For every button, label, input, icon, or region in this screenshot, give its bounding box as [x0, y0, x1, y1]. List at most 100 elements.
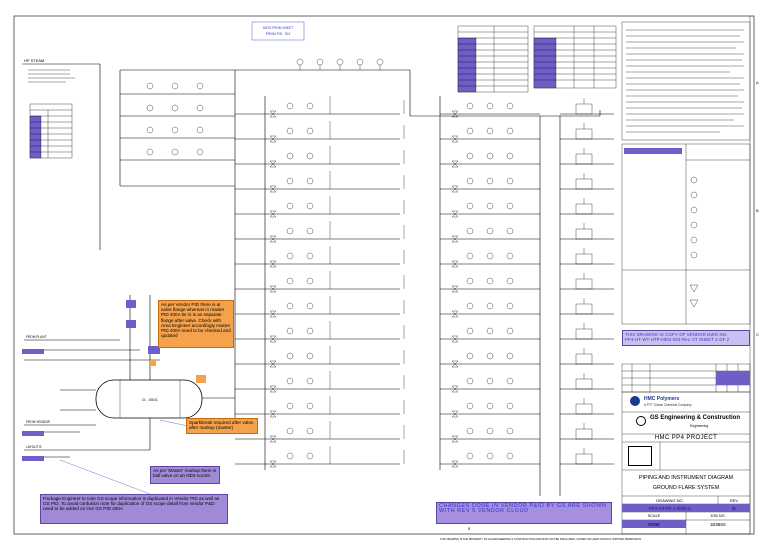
instrument-bubble — [286, 227, 294, 235]
instrument-bubble — [486, 352, 494, 360]
instrument-bubble — [486, 327, 494, 335]
valve-symbol — [451, 310, 459, 318]
project-title: HMC PP4 PROJECT — [654, 435, 718, 441]
rev-label: REV — [729, 498, 739, 503]
title-block-frame — [621, 391, 751, 535]
instrument-bubble — [466, 327, 474, 335]
instrument-bubble — [286, 202, 294, 210]
valve-symbol — [269, 460, 277, 468]
valve-symbol — [269, 135, 277, 143]
valve-symbol — [451, 335, 459, 343]
client-emblem-icon — [628, 446, 652, 466]
callout-note-3: As per 'Master' markup there is ball val… — [150, 466, 220, 484]
instrument-bubble — [376, 58, 384, 66]
instrument-bubble — [306, 152, 314, 160]
scale-label: SCALE — [647, 514, 661, 518]
instrument-bubble — [466, 377, 474, 385]
instrument-bubble — [296, 58, 304, 66]
valve-symbol — [269, 285, 277, 293]
instrument-bubble — [196, 104, 204, 112]
instrument-bubble — [466, 402, 474, 410]
burner-box — [575, 203, 593, 215]
valve-symbol — [451, 460, 459, 468]
instrument-bubble — [146, 148, 154, 156]
instrument-bubble — [486, 127, 494, 135]
knockout-drum: D - 0001 — [60, 379, 235, 451]
burner-stages — [146, 58, 614, 468]
instrument-bubble — [171, 148, 179, 156]
left-inlet-lines — [22, 295, 160, 461]
burner-box — [575, 228, 593, 240]
instrument-bubble — [486, 377, 494, 385]
instrument-bubble — [466, 152, 474, 160]
valve-symbol — [269, 235, 277, 243]
instrument-bubble — [306, 452, 314, 460]
valve-symbol — [451, 235, 459, 243]
instrument-bubble — [486, 227, 494, 235]
instrument-bubble — [196, 148, 204, 156]
instrument-bubble — [466, 252, 474, 260]
instrument-bubble — [486, 302, 494, 310]
instrument-bubble — [286, 252, 294, 260]
valve-symbol — [269, 210, 277, 218]
valve-symbol — [451, 410, 459, 418]
top-label-box — [251, 21, 305, 41]
valve-symbol — [451, 285, 459, 293]
note-leader-2 — [159, 419, 189, 427]
instrument-bubble — [506, 352, 514, 360]
instrument-bubble — [286, 402, 294, 410]
valve-symbol — [451, 435, 459, 443]
burner-box — [575, 453, 593, 465]
valve-symbol — [269, 160, 277, 168]
company1-emblem — [630, 396, 640, 406]
burner-box — [575, 428, 593, 440]
company2-logo: GS Engineering & Construction — [650, 415, 741, 421]
valve-symbol — [269, 410, 277, 418]
instrument-bubble — [356, 58, 364, 66]
burner-box — [575, 128, 593, 140]
burner-box — [575, 353, 593, 365]
notes-column — [621, 21, 751, 141]
instrument-bubble — [486, 177, 494, 185]
valve-symbol — [451, 160, 459, 168]
instrument-bubble — [286, 302, 294, 310]
instrument-bubble — [486, 402, 494, 410]
instrument-bubble — [336, 58, 344, 66]
instrument-bubble — [506, 452, 514, 460]
instrument-bubble — [306, 302, 314, 310]
instrument-bubble — [466, 177, 474, 185]
instrument-bubble — [306, 352, 314, 360]
valve-symbol — [269, 385, 277, 393]
top-label-line1: DAYS FROM SHEET — [263, 26, 293, 30]
instrument-bubble — [466, 302, 474, 310]
instrument-bubble — [286, 102, 294, 110]
instrument-bubble — [306, 377, 314, 385]
burner-box — [575, 103, 593, 115]
instrument-bubble — [306, 427, 314, 435]
instrument-bubble — [286, 452, 294, 460]
left-spec-lines — [28, 69, 75, 83]
instrument-bubble — [466, 127, 474, 135]
drawing-title-2: GROUND FLARE SYSTEM — [652, 485, 720, 491]
burner-box — [575, 253, 593, 265]
instrument-bubble — [306, 327, 314, 335]
instrument-bubble — [486, 427, 494, 435]
legend-area — [621, 143, 751, 325]
instrument-bubble — [486, 202, 494, 210]
valve-symbol — [451, 185, 459, 193]
drawing-title-1: PIPING AND INSTRUMENT DIAGRAM — [638, 475, 734, 481]
bottom-caption: THIS DRAWING IS THE PROPERTY OF GS ENGIN… — [440, 537, 641, 541]
company1-sub: A PTT Global Chemical Company — [644, 403, 692, 407]
company2-sub: Engineering — [690, 424, 709, 428]
valve-symbol — [269, 335, 277, 343]
instrument-bubble — [286, 327, 294, 335]
callout-note-4: Package Engineer to note GS scope inform… — [40, 494, 228, 524]
revision-block — [621, 363, 751, 393]
valve-symbol — [451, 135, 459, 143]
burner-box — [575, 153, 593, 165]
instrument-bubble — [466, 427, 474, 435]
valve-symbol — [451, 210, 459, 218]
instrument-bubble — [306, 202, 314, 210]
instrument-bubble — [486, 152, 494, 160]
